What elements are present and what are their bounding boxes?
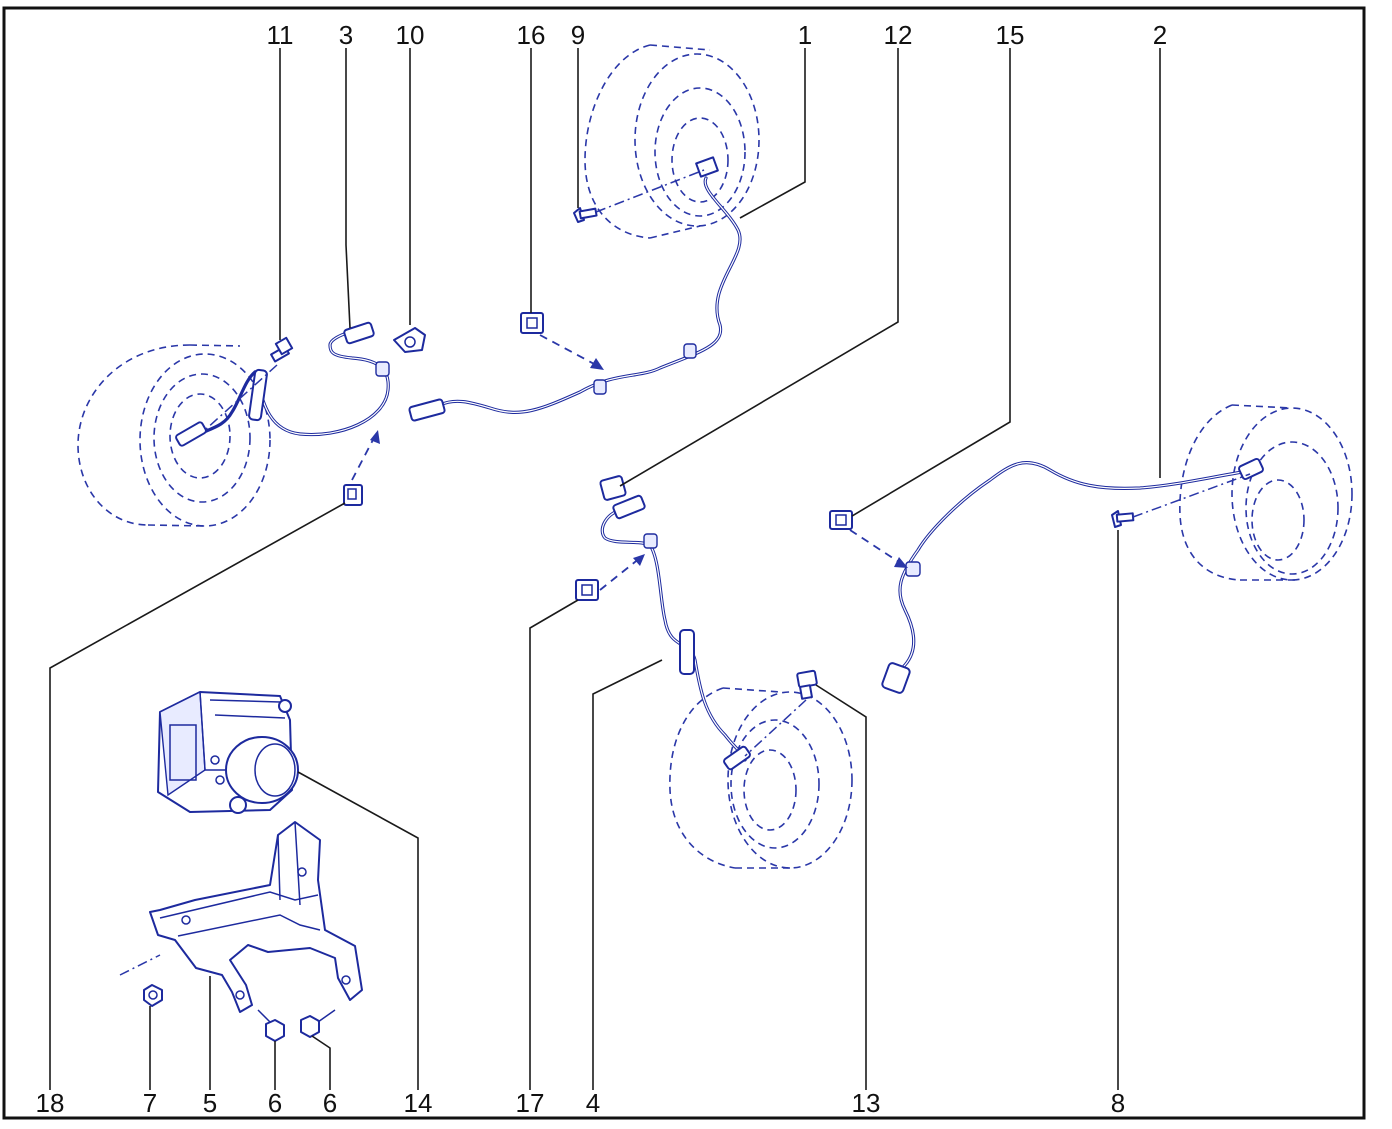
bolt-8 <box>1111 510 1135 528</box>
abs-hydraulic-unit <box>157 690 299 814</box>
axis-bolt-9 <box>595 169 705 213</box>
callout-7: 7 <box>143 1088 157 1118</box>
axis-bolt-11 <box>204 364 278 431</box>
callout-4: 4 <box>586 1088 600 1118</box>
callout-6-right: 6 <box>323 1088 337 1118</box>
callout-1: 1 <box>798 20 812 50</box>
bolt-13 <box>796 669 818 700</box>
leader-17 <box>529 599 579 1090</box>
axis-bolt-8 <box>1132 473 1251 518</box>
leader-13 <box>815 684 867 1090</box>
wheel-rear-left <box>669 687 853 869</box>
leader-6b <box>311 1035 331 1090</box>
callout-14: 14 <box>404 1088 433 1118</box>
nut-7 <box>143 984 163 1007</box>
bolt-9 <box>573 207 598 223</box>
clip-18 <box>343 484 363 506</box>
diagram-frame <box>2 6 1366 1120</box>
assembly-arrow-16 <box>539 334 604 370</box>
assembly-arrow-17 <box>599 554 645 591</box>
callout-18: 18 <box>36 1088 65 1118</box>
callout-10: 10 <box>396 20 425 50</box>
callout-labels: 11 3 10 16 9 1 12 15 2 18 7 5 6 6 14 17 … <box>36 20 1168 1118</box>
callout-2: 2 <box>1153 20 1167 50</box>
wheel-front-left <box>77 344 271 527</box>
callout-3: 3 <box>339 20 353 50</box>
assembly-arrow-18 <box>351 430 380 481</box>
callout-17: 17 <box>516 1088 545 1118</box>
callout-8: 8 <box>1111 1088 1125 1118</box>
sensor-harness-4 <box>600 494 751 771</box>
clip-16 <box>520 312 544 334</box>
leader-12 <box>619 48 899 487</box>
callout-15: 15 <box>996 20 1025 50</box>
callout-11: 11 <box>267 20 294 50</box>
leader-18 <box>49 502 346 1090</box>
callout-9: 9 <box>571 20 585 50</box>
assembly-arrow-15 <box>849 529 908 568</box>
callout-16: 16 <box>517 20 546 50</box>
axis-nut-7 <box>119 954 161 976</box>
sensor-harness-1 <box>408 156 742 422</box>
clip-17 <box>575 579 599 601</box>
callout-13: 13 <box>852 1088 881 1118</box>
callout-12: 12 <box>884 20 913 50</box>
sensor-harness-3 <box>175 321 390 447</box>
leader-14 <box>297 771 419 1090</box>
callout-6-left: 6 <box>268 1088 282 1118</box>
clip-12 <box>599 475 627 501</box>
bolt-6-right <box>300 1009 336 1038</box>
wheel-front-right <box>584 44 760 239</box>
abs-mounting-bracket <box>149 821 363 1013</box>
sensor-harness-2 <box>881 457 1264 694</box>
clip-10 <box>393 327 426 353</box>
leader-15 <box>851 48 1011 517</box>
clip-15 <box>829 510 853 530</box>
callout-5: 5 <box>203 1088 217 1118</box>
leader-1 <box>739 48 806 219</box>
wheel-rear-right <box>1179 404 1353 581</box>
leader-3 <box>345 48 351 329</box>
leader-lines <box>49 48 1161 1090</box>
bolt-6-left <box>257 1009 285 1042</box>
leader-4 <box>592 659 663 1090</box>
bolt-11 <box>270 336 294 363</box>
axis-bolt-13 <box>744 699 807 757</box>
